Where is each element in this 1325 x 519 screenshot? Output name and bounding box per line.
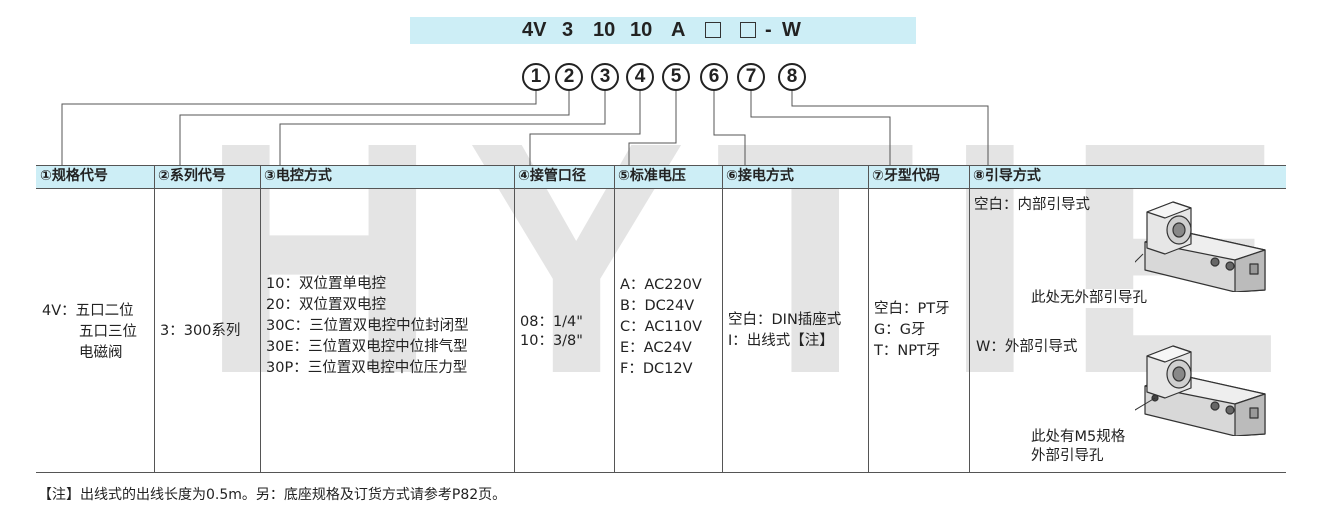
port-size-values: 08：1/4" 10：3/8" (520, 313, 583, 351)
control-mode-line: 30E：三位置双电控中位排气型 (266, 339, 468, 355)
code-part-series: 3 (562, 19, 574, 41)
voltage-line: C：AC110V (620, 319, 703, 335)
internal-pilot-callout: 此处无外部引导孔 (1031, 289, 1147, 308)
code-part-pilot: W (782, 19, 801, 41)
spec-table: ①规格代号 ②系列代号 ③电控方式 ④接管口径 ⑤标准电压 ⑥接电方式 ⑦牙型代… (36, 165, 1286, 473)
external-pilot-callout-line: 此处有M5规格 (1031, 429, 1126, 445)
header-spec-code: ①规格代号 (40, 168, 108, 184)
table-bottom-line (36, 472, 1286, 473)
code-number-6: 6 (700, 63, 728, 91)
code-part-voltage: A (671, 19, 686, 41)
footnote: 【注】出线式的出线长度为0.5m。另：底座规格及订货方式请参考P82页。 (38, 487, 507, 503)
code-number-5: 5 (662, 63, 690, 91)
voltage-line: F：DC12V (620, 361, 693, 377)
col-divider (260, 165, 261, 473)
valve-internal-pilot-image (1135, 201, 1266, 292)
series-code-line: 3：300系列 (160, 323, 241, 339)
code-number-7: 7 (737, 63, 765, 91)
thread-line: G：G牙 (874, 322, 926, 338)
external-pilot-callout: 此处有M5规格 外部引导孔 (1031, 428, 1126, 466)
leader-lines (61, 91, 989, 165)
control-mode-line: 20：双位置双电控 (266, 297, 386, 313)
valve-external-pilot-image (1135, 345, 1266, 436)
code-box-connection (705, 22, 721, 38)
table-header-row (36, 165, 1286, 188)
col-divider (969, 165, 970, 473)
pilot-internal-label: 空白：内部引导式 (974, 197, 1090, 213)
voltage-line: B：DC24V (620, 298, 695, 314)
thread-values: 空白：PT牙 G：G牙 T：NPT牙 (874, 299, 950, 362)
series-code-values: 3：300系列 (160, 321, 240, 342)
control-mode-line: 30C：三位置双电控中位封闭型 (266, 318, 469, 334)
voltage-values: A：AC220V B：DC24V C：AC110V E：AC24V F：DC12… (620, 275, 702, 380)
voltage-line: E：AC24V (620, 340, 692, 356)
code-number-2: 2 (555, 63, 583, 91)
header-port-size: ④接管口径 (518, 168, 586, 184)
spec-code-values: 4V：五口二位 五口三位 电磁阀 (42, 301, 137, 364)
connection-line: I：出线式【注】 (728, 333, 834, 349)
control-mode-line: 10：双位置单电控 (266, 276, 386, 292)
header-thread: ⑦牙型代码 (872, 168, 940, 184)
header-control-mode: ③电控方式 (264, 168, 332, 184)
code-number-8: 8 (778, 63, 806, 91)
col-divider (722, 165, 723, 473)
voltage-line: A：AC220V (620, 277, 702, 293)
spec-code-line: 4V：五口二位 (42, 303, 134, 319)
header-connection: ⑥接电方式 (726, 168, 794, 184)
code-part-control: 10 (593, 19, 616, 41)
control-mode-line: 30P：三位置双电控中位压力型 (266, 360, 468, 376)
header-bottom-line (36, 188, 1286, 189)
thread-line: T：NPT牙 (874, 343, 941, 359)
header-voltage: ⑤标准电压 (618, 168, 686, 184)
pilot-external-label: W：外部引导式 (976, 339, 1078, 355)
watermark: HYTIE (200, 73, 1312, 442)
spec-code-line: 五口三位 (79, 324, 137, 340)
code-part-port: 10 (630, 19, 653, 41)
table-top-line (36, 165, 1286, 166)
code-part-4v: 4V (522, 19, 547, 41)
code-box-thread (740, 22, 756, 38)
col-divider (514, 165, 515, 473)
connection-line: 空白：DIN插座式 (728, 312, 842, 328)
port-size-line: 10：3/8" (520, 333, 583, 349)
code-number-1: 1 (522, 63, 550, 91)
code-part-dash: - (765, 19, 772, 41)
code-number-4: 4 (626, 63, 654, 91)
spec-code-line: 电磁阀 (79, 345, 123, 361)
model-code-bar (410, 17, 916, 44)
port-size-line: 08：1/4" (520, 314, 583, 330)
thread-line: 空白：PT牙 (874, 301, 950, 317)
control-mode-values: 10：双位置单电控 20：双位置双电控 30C：三位置双电控中位封闭型 30E：… (266, 274, 469, 379)
external-pilot-callout-line: 外部引导孔 (1031, 448, 1104, 464)
col-divider (154, 165, 155, 473)
header-series-code: ②系列代号 (158, 168, 226, 184)
col-divider (614, 165, 615, 473)
col-divider (868, 165, 869, 473)
code-number-3: 3 (591, 63, 619, 91)
connection-values: 空白：DIN插座式 I：出线式【注】 (728, 310, 841, 352)
header-pilot: ⑧引导方式 (973, 168, 1041, 184)
